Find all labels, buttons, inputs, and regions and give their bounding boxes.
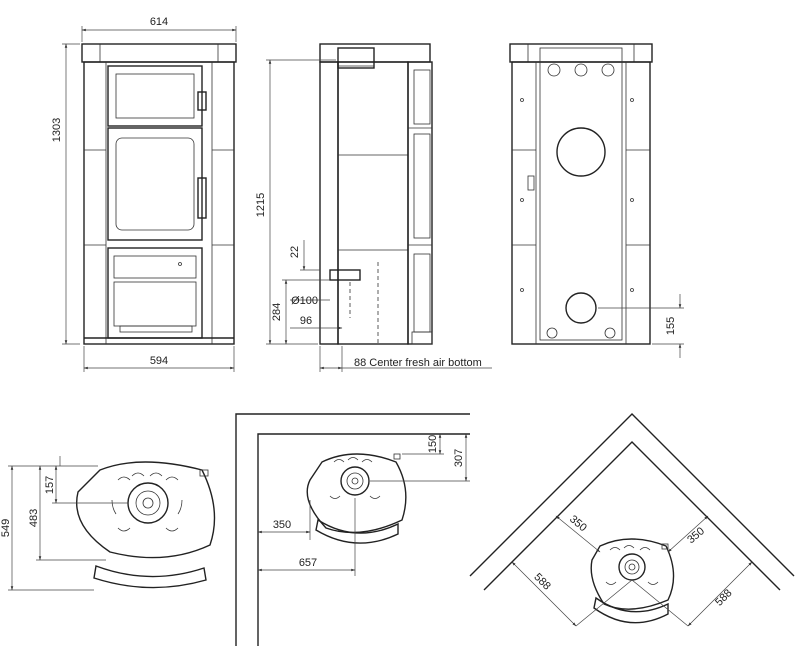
flue-outlet bbox=[337, 47, 375, 69]
corner-wall bbox=[235, 413, 470, 646]
fire-door-handle bbox=[197, 177, 207, 219]
dim-flue-offset: 157 bbox=[44, 476, 56, 494]
dim-air-depth: 96 bbox=[300, 315, 312, 327]
dim-air-height: 284 bbox=[271, 303, 283, 321]
corner-walls bbox=[469, 413, 795, 577]
plain-body-outline bbox=[76, 461, 216, 559]
rear-air-opening bbox=[565, 292, 597, 324]
dim-side-clearance: 350 bbox=[273, 519, 291, 531]
back-view: 155 bbox=[509, 43, 684, 358]
dim-flue-height: 1215 bbox=[255, 193, 267, 217]
dim-corner-right-clearance: 350 bbox=[685, 525, 707, 546]
dim-flue-side: 657 bbox=[299, 557, 317, 569]
dim-air-note: 88 Center fresh air bottom bbox=[354, 357, 482, 369]
top-view-wall: 150 307 350 657 bbox=[235, 413, 470, 646]
fresh-air-inlet bbox=[329, 269, 361, 281]
side-body bbox=[337, 61, 409, 345]
front-fire-door bbox=[107, 127, 203, 241]
front-upper-door bbox=[107, 65, 203, 127]
corner-body-outline bbox=[590, 538, 675, 610]
back-body bbox=[511, 61, 651, 345]
dim-back-opening: 155 bbox=[665, 317, 677, 335]
dim-width-top: 614 bbox=[150, 16, 168, 28]
dim-air-offset: 22 bbox=[289, 246, 301, 258]
dim-corner-left-clearance: 350 bbox=[567, 513, 589, 534]
dim-depth: 549 bbox=[0, 519, 12, 537]
dim-flue-wall: 307 bbox=[453, 449, 465, 467]
dim-depth-body: 483 bbox=[28, 509, 40, 527]
wall-body-outline bbox=[306, 453, 407, 534]
dim-corner-left-flue: 588 bbox=[531, 571, 552, 592]
dim-height: 1303 bbox=[51, 118, 63, 142]
front-body bbox=[83, 61, 235, 345]
top-view-plain: 549 483 157 bbox=[0, 456, 216, 591]
side-view: 1215 22 Ø100 284 96 88 Center fresh air … bbox=[255, 43, 492, 372]
rear-flue-opening bbox=[556, 127, 606, 177]
top-view-corner: 350 350 588 588 bbox=[469, 413, 795, 627]
dim-wall-clearance: 150 bbox=[427, 435, 439, 453]
upper-door-handle bbox=[197, 91, 207, 111]
front-ash-drawer bbox=[107, 247, 203, 339]
dim-corner-right-flue: 588 bbox=[713, 587, 734, 608]
dim-width-bottom: 594 bbox=[150, 355, 168, 367]
front-top-cap bbox=[81, 43, 237, 63]
front-view: 614 1303 594 bbox=[51, 16, 237, 372]
dim-air-diameter: Ø100 bbox=[291, 295, 318, 307]
